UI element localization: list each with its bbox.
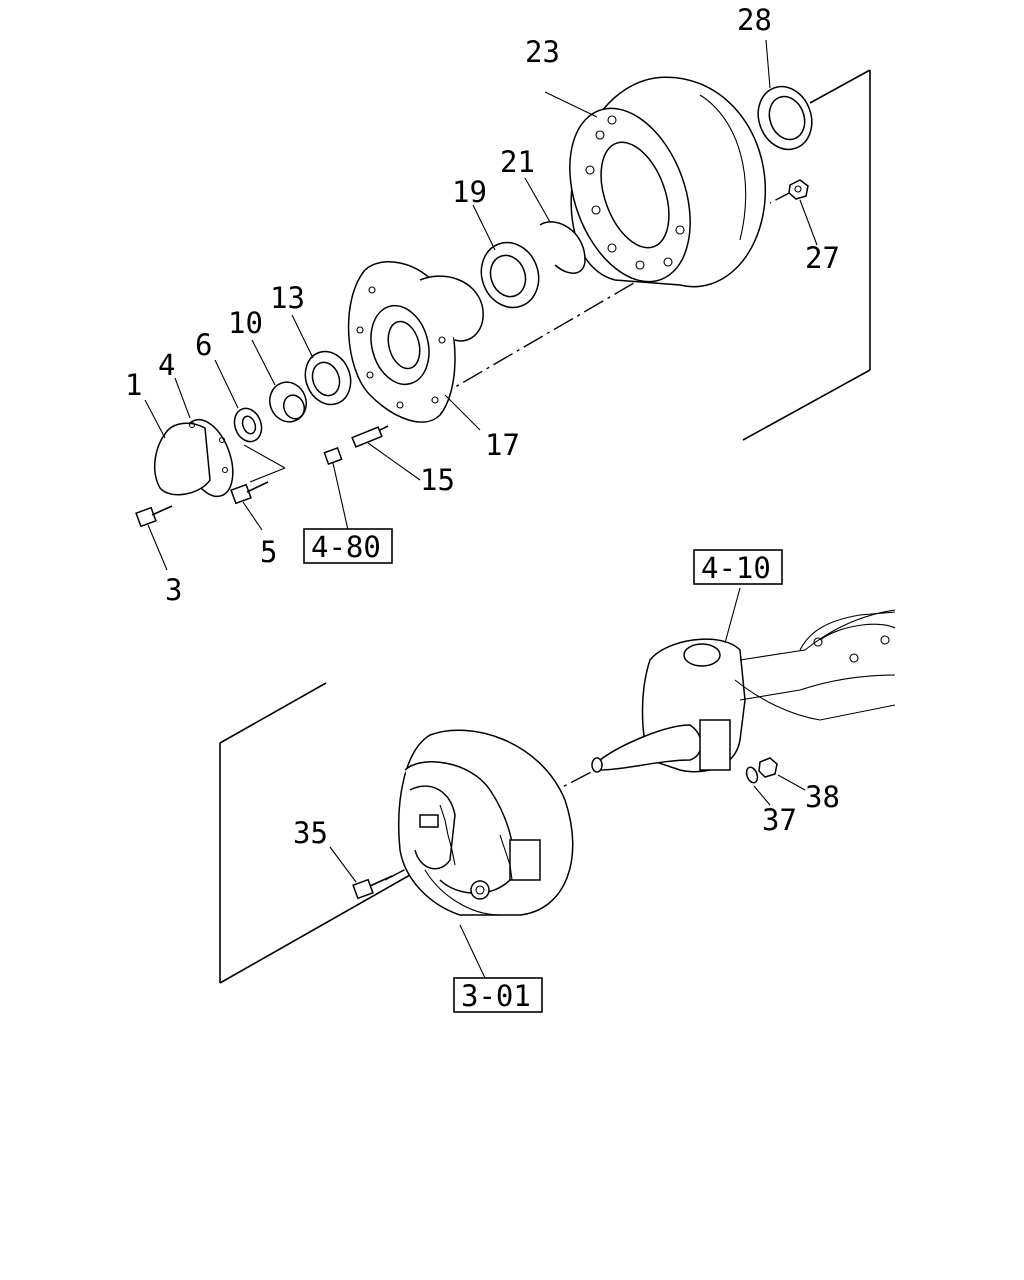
reference-box-3-01: 3-01 — [453, 977, 543, 1013]
callout-21: 21 — [500, 145, 535, 179]
part-stud-15 — [323, 425, 421, 531]
part-hub-cap — [144, 377, 234, 498]
callout-17: 17 — [485, 428, 520, 462]
reference-box-4-80: 4-80 — [303, 528, 393, 564]
part-washer-37-nut-38 — [745, 757, 806, 806]
part-snap-ring — [524, 177, 586, 274]
part-nut-10 — [251, 339, 307, 423]
callout-37: 37 — [762, 803, 797, 837]
part-bolt-35 — [329, 846, 393, 900]
callout-4: 4 — [158, 348, 175, 382]
callout-28: 28 — [737, 3, 772, 37]
callout-10: 10 — [228, 306, 263, 340]
callout-labels: 1 3 4 5 6 10 13 15 17 19 21 23 27 28 35 … — [125, 3, 840, 850]
part-brake-backing-plate — [398, 729, 574, 979]
reference-3-01: 3-01 — [461, 979, 531, 1013]
reference-4-80: 4-80 — [311, 530, 381, 564]
part-bearing-13 — [291, 314, 352, 406]
upper-frame-lines — [432, 69, 871, 441]
part-knuckle-axle — [591, 587, 896, 773]
callout-38: 38 — [805, 780, 840, 814]
part-brake-drum — [544, 76, 767, 288]
reference-box-4-10: 4-10 — [693, 549, 783, 585]
reference-4-10: 4-10 — [701, 551, 771, 585]
part-wheel-hub — [347, 261, 484, 431]
callout-13: 13 — [270, 281, 305, 315]
callout-15: 15 — [420, 463, 455, 497]
part-seal-ring — [757, 39, 813, 151]
part-bearing-19 — [472, 204, 540, 309]
callout-19: 19 — [452, 175, 487, 209]
part-nut-27 — [788, 179, 818, 246]
part-washer-6 — [214, 359, 286, 483]
callout-23: 23 — [525, 35, 560, 69]
callout-6: 6 — [195, 328, 212, 362]
callout-1: 1 — [125, 368, 142, 402]
callout-27: 27 — [805, 241, 840, 275]
callout-5: 5 — [260, 535, 277, 569]
callout-35: 35 — [293, 816, 328, 850]
callout-3: 3 — [165, 573, 182, 607]
part-bolts-3-5 — [135, 481, 269, 571]
